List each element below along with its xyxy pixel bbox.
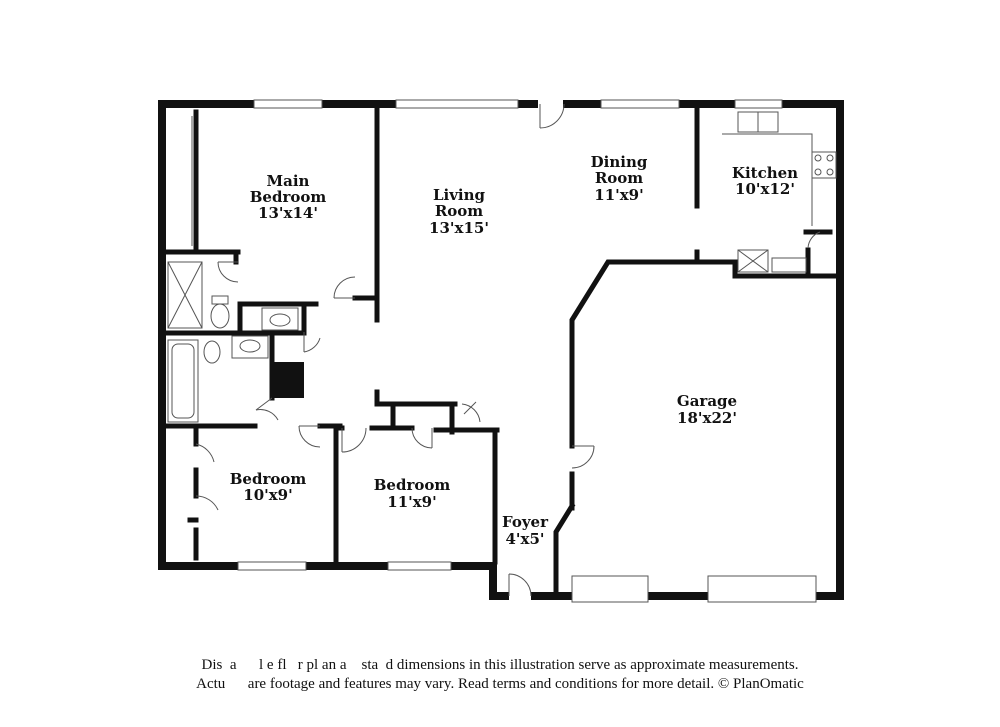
disclaimer-line-1: Dis a l e fl r pl an a sta d dimensions … <box>201 657 799 673</box>
door-swings <box>195 103 821 597</box>
interior-walls <box>161 103 839 599</box>
garage-name: Garage <box>677 392 737 410</box>
living-room-name-1: Living <box>433 186 486 204</box>
foyer-size: 4'x5' <box>505 530 544 548</box>
windows <box>237 99 817 603</box>
garage-size: 18'x22' <box>677 409 737 427</box>
bedroom-left-name: Bedroom <box>230 470 307 488</box>
window-bedroom-right <box>387 561 452 571</box>
toilet-hall-bath <box>203 340 221 364</box>
window-living-room <box>395 99 519 109</box>
living-room-name-2: Room <box>435 202 483 220</box>
window-dining-room <box>600 99 680 109</box>
bedroom-right-name: Bedroom <box>374 476 451 494</box>
dining-room-name-2: Room <box>595 169 643 187</box>
toilet-main-bath <box>210 303 230 329</box>
foyer-name: Foyer <box>502 513 549 531</box>
bedroom-right-size: 11'x9' <box>387 493 436 511</box>
utility-block <box>274 362 304 398</box>
room-labels: Main Bedroom 13'x14' Living Room 13'x15'… <box>230 153 798 548</box>
kitchen-name: Kitchen <box>732 164 798 182</box>
window-main-bedroom <box>253 99 323 109</box>
dining-room-size: 11'x9' <box>594 186 643 204</box>
main-bedroom-name-2: Bedroom <box>250 188 327 206</box>
garage-door-left <box>571 575 649 603</box>
window-bedroom-left <box>237 561 307 571</box>
kitchen-size: 10'x12' <box>735 180 795 198</box>
fixtures <box>167 111 837 423</box>
bedroom-left-size: 10'x9' <box>243 486 292 504</box>
main-bedroom-size: 13'x14' <box>258 204 318 222</box>
garage-door-right <box>707 575 817 603</box>
dining-room-name-1: Dining <box>591 153 648 171</box>
living-room-size: 13'x15' <box>429 219 489 237</box>
window-kitchen <box>734 99 783 109</box>
main-bedroom-name-1: Main <box>267 172 310 190</box>
disclaimer-line-2: Actu are footage and features may vary. … <box>196 676 804 692</box>
